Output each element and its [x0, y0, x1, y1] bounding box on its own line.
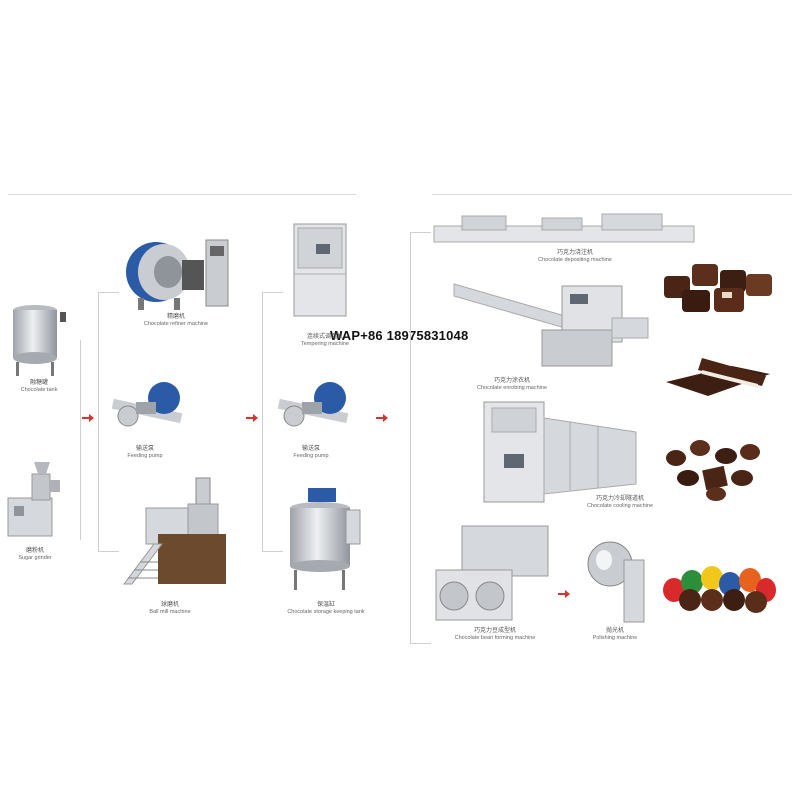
divider-left: [8, 194, 356, 195]
enrobing-machine-illustration: [453, 283, 649, 367]
feeding-pump-2-illustration: [277, 382, 349, 427]
bean-forming-illustration: [435, 525, 549, 621]
arrow-3: [376, 414, 388, 422]
connector-left: [80, 340, 81, 540]
cooling-tunnel-illustration: [483, 401, 637, 503]
refiner-illustration: [126, 239, 229, 310]
divider-right: [432, 194, 792, 195]
storage-tank-illustration: [290, 488, 361, 590]
polishing-machine-illustration: [587, 541, 645, 623]
bracket-stage1: [98, 292, 119, 552]
depositing-machine-illustration: [433, 213, 695, 243]
coated-candies-photo: [663, 566, 776, 613]
feeding-pump-1-illustration: [111, 382, 183, 427]
ball-mill-illustration: [123, 477, 226, 585]
chocolate-bar-photo: [666, 358, 770, 396]
sugar-grinder-illustration: [7, 462, 60, 537]
melting-tank-illustration: [13, 305, 66, 376]
tempering-machine-illustration: [293, 223, 347, 317]
bracket-stage3: [410, 232, 431, 644]
chocolate-beans-photo: [666, 440, 760, 501]
arrow-2: [246, 414, 258, 422]
arrow-1: [82, 414, 94, 422]
chocolate-pralines-photo: [664, 264, 772, 312]
arrow-4: [558, 590, 570, 598]
bracket-stage2: [262, 292, 283, 552]
contact-watermark: WAP+86 18975831048: [330, 328, 469, 343]
